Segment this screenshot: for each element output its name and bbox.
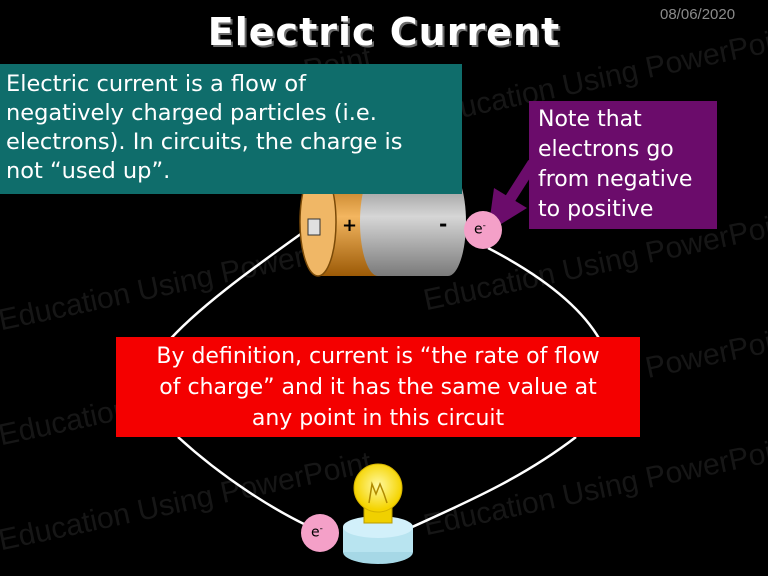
note-line: electrons go bbox=[538, 137, 674, 162]
wire bbox=[487, 246, 602, 341]
electron-marker bbox=[464, 211, 502, 249]
electron-label: e- bbox=[474, 221, 486, 238]
intro-line: not “used up”. bbox=[6, 158, 171, 184]
slide-date: 08/06/2020 bbox=[660, 6, 736, 23]
note-line: Note that bbox=[538, 107, 642, 132]
note-textbox: Note that electrons go from negative to … bbox=[529, 101, 717, 229]
wire bbox=[409, 436, 577, 530]
definition-textbox: By definition, current is “the rate of f… bbox=[116, 337, 640, 437]
definition-line: of charge” and it has the same value at bbox=[159, 375, 597, 400]
intro-line: electrons). In circuits, the charge is bbox=[6, 129, 403, 155]
note-line: from negative bbox=[538, 167, 693, 192]
electron-marker bbox=[301, 514, 339, 552]
battery-minus-label: - bbox=[439, 212, 448, 236]
wire bbox=[164, 224, 313, 346]
intro-line: Electric current is a flow of bbox=[6, 71, 307, 97]
intro-line: negatively charged particles (i.e. bbox=[6, 100, 377, 126]
wire bbox=[177, 436, 307, 527]
note-line: to positive bbox=[538, 197, 654, 222]
definition-line: any point in this circuit bbox=[251, 406, 505, 431]
electron-label: e- bbox=[311, 524, 323, 541]
battery-plus-label: + bbox=[342, 215, 358, 236]
intro-textbox: Electric current is a flow of negatively… bbox=[0, 64, 462, 194]
bulb bbox=[343, 463, 413, 564]
definition-line: By definition, current is “the rate of f… bbox=[156, 344, 600, 369]
slide-title: Electric Current bbox=[207, 10, 561, 54]
